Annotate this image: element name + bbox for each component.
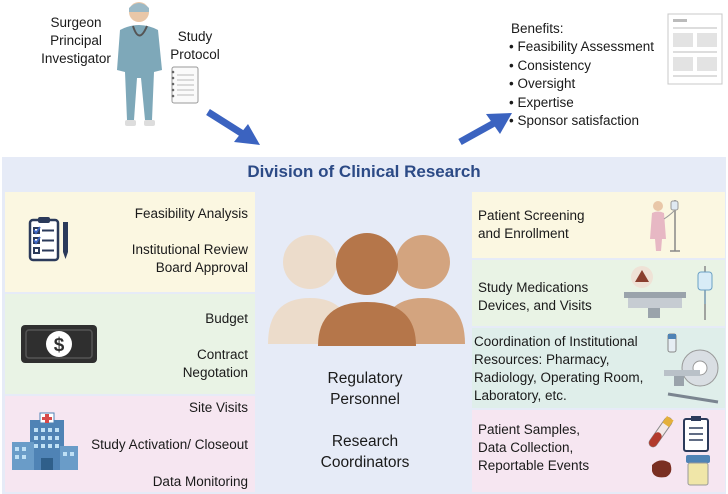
arrow-up-right-icon: [458, 113, 512, 146]
site-visits-label: Site Visits: [188, 400, 248, 415]
budget-label: Budget: [205, 311, 248, 326]
division-title: Division of Clinical Research: [247, 162, 481, 181]
benefit-item: Oversight: [509, 75, 654, 94]
notebook-icon: [171, 66, 199, 104]
protocol-label: Study Protocol: [170, 29, 220, 62]
patient-samples-label: Patient Samples, Data Collection, Report…: [478, 422, 590, 473]
coordination-label: Coordination of Institutional Resources:…: [474, 334, 644, 403]
ct-scanner-icon: [664, 333, 719, 404]
patient-screening-label: Patient Screening and Enrollment: [478, 208, 585, 241]
regulatory-personnel-label: Regulatory Personnel: [327, 370, 403, 408]
benefits-title: Benefits:: [511, 21, 564, 36]
dollar-bill-icon: $: [21, 325, 97, 363]
arrow-down-right-icon: [206, 109, 260, 145]
patient-iv-icon: [650, 200, 680, 252]
surgeon-icon: [117, 2, 162, 126]
study-medications-label: Study Medications Devices, and Visits: [478, 280, 592, 313]
feasibility-analysis-label: Feasibility Analysis: [134, 206, 248, 221]
sample-tubes-icon: [648, 415, 710, 486]
procedure-table-icon: [624, 266, 713, 320]
irb-approval-label: Institutional Review Board Approval: [131, 242, 248, 275]
hospital-building-icon: [12, 412, 78, 470]
report-document-icon: [667, 13, 723, 85]
benefit-item: Feasibility Assessment: [509, 38, 654, 57]
svg-text:$: $: [54, 335, 65, 356]
contract-negotiation-label: Contract Negotation: [182, 347, 248, 380]
surgeon-label: Surgeon Principal Investigator: [41, 15, 111, 66]
research-coordinators-label: Research Coordinators: [320, 433, 410, 471]
right-panel-samples: [472, 410, 725, 492]
right-panel-screening: [472, 192, 725, 258]
benefits-list: Feasibility Assessment Consistency Overs…: [509, 38, 654, 131]
people-group-icon: [268, 233, 465, 346]
benefit-item: Consistency: [509, 57, 654, 76]
study-activation-label: Study Activation/ Closeout: [91, 437, 248, 452]
data-monitoring-label: Data Monitoring: [152, 474, 248, 489]
benefit-item: Sponsor satisfaction: [509, 112, 654, 131]
benefit-item: Expertise: [509, 94, 654, 113]
checklist-clipboard-icon: [28, 217, 68, 262]
